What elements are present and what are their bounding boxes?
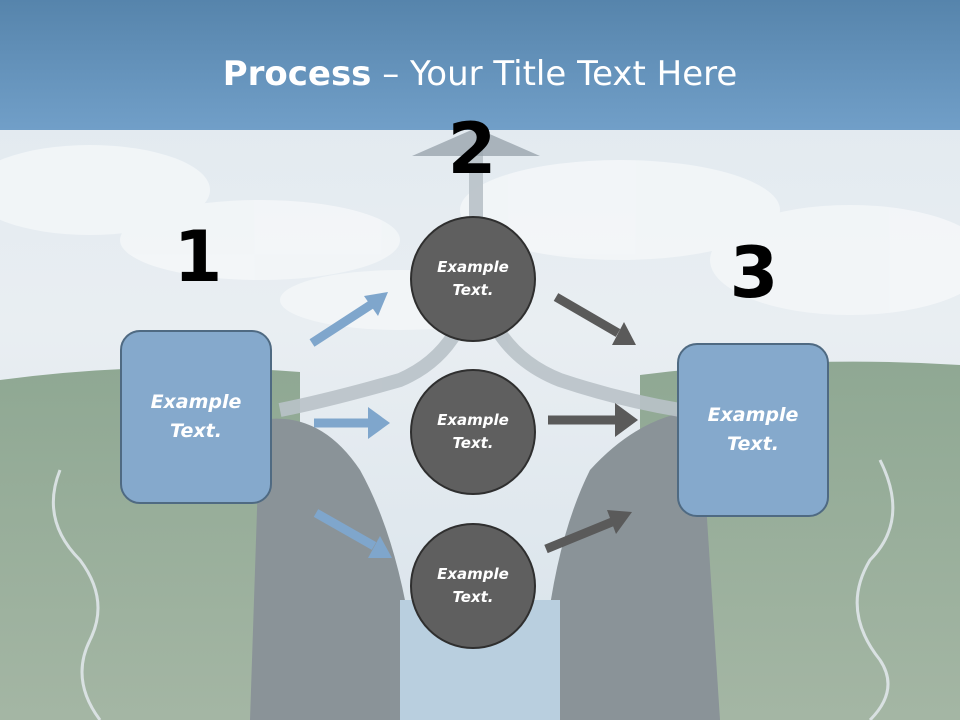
step-number-1: 1: [173, 216, 223, 298]
step-1-text: Example Text.: [150, 391, 242, 442]
title-rest: – Your Title Text Here: [371, 54, 738, 94]
step-1-box: Example Text.: [120, 330, 272, 504]
title-bold: Process: [222, 54, 372, 94]
step-number-2: 2: [447, 108, 497, 190]
step-number-3: 3: [729, 232, 779, 314]
circle-1-text: Example Text.: [437, 258, 509, 299]
process-circle-3: Example Text.: [410, 523, 536, 649]
step-3-text: Example Text.: [707, 404, 799, 455]
title-bar: [0, 0, 960, 130]
circle-3-text: Example Text.: [437, 565, 509, 606]
circle-2-text: Example Text.: [437, 411, 509, 452]
step-3-box: Example Text.: [677, 343, 829, 517]
page-title: Process – Your Title Text Here: [0, 52, 960, 96]
process-circle-1: Example Text.: [410, 216, 536, 342]
process-circle-2: Example Text.: [410, 369, 536, 495]
